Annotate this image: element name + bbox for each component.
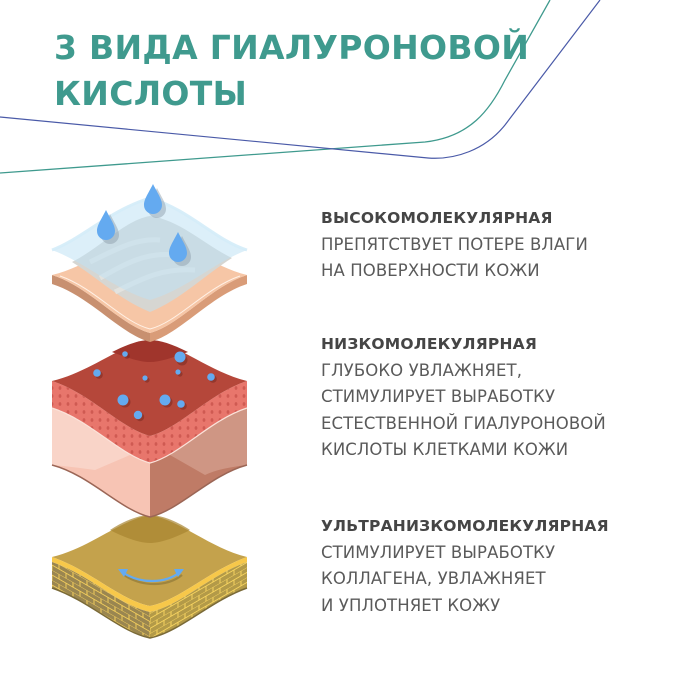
surface-layer (51, 184, 248, 342)
info-text-line: ГЛУБОКО УВЛАЖНЯЕТ, (321, 360, 523, 380)
epidermis-layer (51, 340, 248, 518)
info-text-line: ПРЕПЯТСТВУЕТ ПОТЕРЕ ВЛАГИ (321, 234, 588, 254)
stretch-arrow-icon (118, 569, 184, 585)
title-line-1: 3 ВИДА ГИАЛУРОНОВОЙ (54, 28, 530, 67)
info-text-line: КИСЛОТЫ КЛЕТКАМИ КОЖИ (321, 440, 569, 459)
info-block-ultra-low-molecular: УЛЬТРАНИЗКОМОЛЕКУЛЯРНАЯ СТИМУЛИРУЕТ ВЫРА… (321, 513, 681, 619)
info-text-line: СТИМУЛИРУЕТ ВЫРАБОТКУ (321, 387, 556, 406)
water-drops-icon (97, 184, 191, 266)
info-heading: НИЗКОМОЛЕКУЛЯРНАЯ (321, 335, 537, 353)
page-title: 3 ВИДА ГИАЛУРОНОВОЙ КИСЛОТЫ (54, 25, 529, 117)
acid-bubbles-icon (93, 351, 217, 422)
info-heading: ВЫСОКОМОЛЕКУЛЯРНАЯ (321, 209, 553, 227)
title-line-2: КИСЛОТЫ (54, 74, 248, 113)
info-text-line: СТИМУЛИРУЕТ ВЫРАБОТКУ (321, 542, 556, 562)
info-text-line: НА ПОВЕРХНОСТИ КОЖИ (321, 261, 540, 280)
info-block-low-molecular: НИЗКОМОЛЕКУЛЯРНАЯ ГЛУБОКО УВЛАЖНЯЕТ, СТИ… (321, 331, 681, 464)
info-block-high-molecular: ВЫСОКОМОЛЕКУЛЯРНАЯ ПРЕПЯТСТВУЕТ ПОТЕРЕ В… (321, 205, 681, 285)
info-text-line: ЕСТЕСТВЕННОЙ ГИАЛУРОНОВОЙ (321, 413, 606, 433)
dermis-layer (51, 515, 248, 639)
info-text-line: КОЛЛАГЕНА, УВЛАЖНЯЕТ (321, 569, 546, 588)
info-heading: УЛЬТРАНИЗКОМОЛЕКУЛЯРНАЯ (321, 517, 609, 535)
info-text-line: И УПЛОТНЯЕТ КОЖУ (321, 595, 501, 615)
